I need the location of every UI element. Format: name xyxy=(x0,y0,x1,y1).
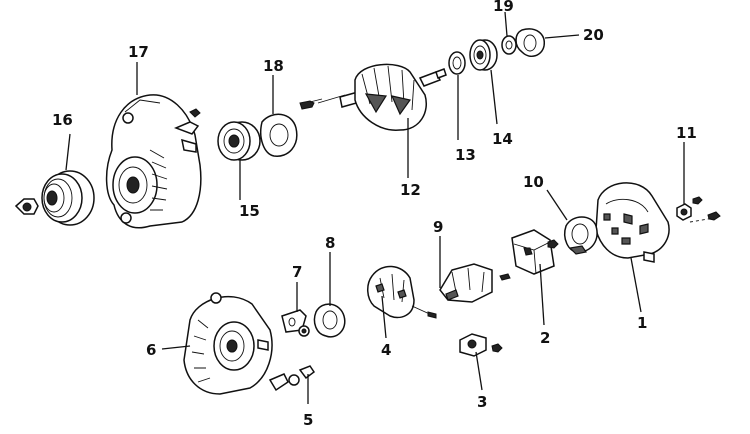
part-4-rectifier xyxy=(367,265,437,319)
label-3: 3 xyxy=(477,393,487,411)
label-20: 20 xyxy=(583,26,604,44)
label-15: 15 xyxy=(239,202,260,220)
part-1-rear-end-cover xyxy=(595,182,670,263)
label-14: 14 xyxy=(492,130,513,148)
label-19: 19 xyxy=(493,0,514,15)
part-18-retainer-plate xyxy=(260,98,323,157)
label-12: 12 xyxy=(400,181,421,199)
part-17-drive-end-frame xyxy=(105,94,202,229)
label-17: 17 xyxy=(128,43,149,61)
label-8: 8 xyxy=(325,234,335,252)
part-14-bearing xyxy=(469,39,498,71)
part-9-rectifier-holder xyxy=(439,263,511,303)
label-4: 4 xyxy=(381,341,391,359)
label-9: 9 xyxy=(433,218,443,236)
part-11-nuts xyxy=(676,196,721,223)
label-6: 6 xyxy=(146,341,156,359)
label-2: 2 xyxy=(540,329,550,347)
part-8-seal xyxy=(313,303,346,338)
label-18: 18 xyxy=(263,57,284,75)
part-3-terminal xyxy=(459,333,503,357)
part-10-terminal-insulator xyxy=(564,216,598,255)
part-12-rotor xyxy=(317,63,447,131)
part-6-rectifier-end-frame xyxy=(183,292,273,395)
part-20-bearing-cover xyxy=(515,28,545,57)
part-labels: 16 17 18 15 12 13 14 19 20 11 10 1 2 3 9… xyxy=(52,0,697,429)
part-19-ring xyxy=(501,35,517,55)
part-5-clip xyxy=(268,365,316,392)
label-10: 10 xyxy=(523,173,544,191)
label-13: 13 xyxy=(455,146,476,164)
label-11: 11 xyxy=(676,124,697,142)
label-16: 16 xyxy=(52,111,73,129)
label-5: 5 xyxy=(303,411,313,429)
label-7: 7 xyxy=(292,263,302,281)
part-16-pulley xyxy=(14,170,95,226)
part-2-regulator xyxy=(511,229,559,275)
part-13-washer xyxy=(448,51,466,75)
part-15-bearing xyxy=(217,121,261,161)
part-7-bracket xyxy=(281,309,310,337)
label-1: 1 xyxy=(637,314,647,332)
leader-lines xyxy=(65,11,685,404)
